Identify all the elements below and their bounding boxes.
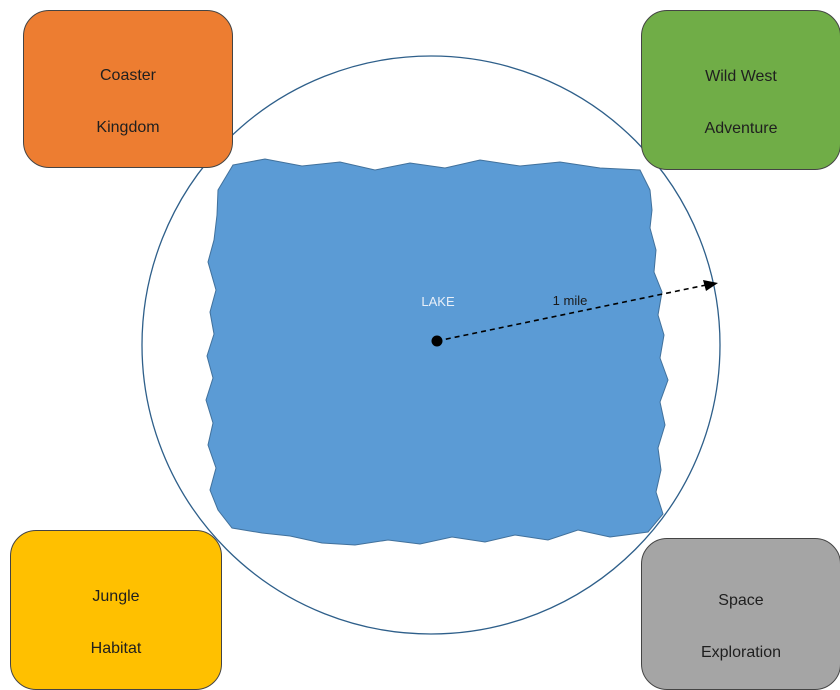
zone-jungle-habitat: Jungle Habitat [10, 530, 222, 690]
radius-arrow-line [436, 284, 707, 342]
zone-label-line2: Habitat [90, 639, 142, 657]
boundary-circle [141, 55, 721, 635]
zone-label-line1: Coaster [99, 67, 157, 85]
zone-coaster-kingdom: Coaster Kingdom [23, 10, 233, 168]
zone-wild-west-adventure: Wild West Adventure [641, 10, 840, 170]
lake-shape [205, 158, 669, 546]
zone-label-line2: Adventure [704, 119, 778, 137]
zone-label-line2: Exploration [700, 643, 782, 661]
zone-label-line1: Space [718, 592, 764, 610]
zone-label-line2: Kingdom [96, 118, 160, 136]
radius-label: 1 mile [553, 293, 588, 308]
radius-arrowhead-icon [703, 280, 718, 291]
lake-label: LAKE [421, 294, 455, 309]
zone-space-exploration: Space Exploration [641, 538, 840, 690]
zone-label-line1: Wild West [705, 68, 777, 86]
zone-label-line1: Jungle [92, 588, 140, 606]
